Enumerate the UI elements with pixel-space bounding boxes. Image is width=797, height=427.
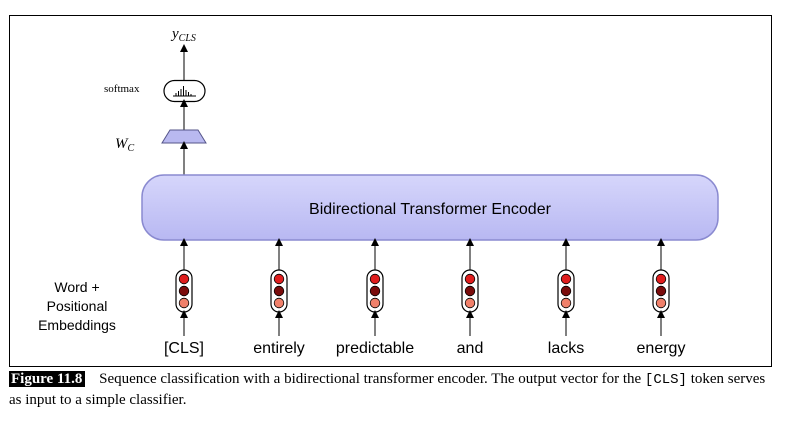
encoder-box bbox=[141, 174, 719, 241]
output-label-main: y bbox=[170, 26, 179, 42]
embedding-label: Word + Positional Embeddings bbox=[38, 279, 116, 333]
weight-label: WC bbox=[115, 136, 135, 154]
embedding-dimension bbox=[273, 297, 285, 309]
token-column: entirely bbox=[253, 238, 305, 357]
embedding-vector bbox=[366, 269, 384, 313]
embedding-vector bbox=[652, 269, 670, 313]
weight-label-main: W bbox=[115, 136, 129, 152]
caption-code: [CLS] bbox=[644, 372, 687, 388]
token-column: lacks bbox=[548, 238, 584, 357]
histogram-icon bbox=[173, 86, 196, 97]
embedding-vector bbox=[557, 269, 575, 313]
embedding-dimension bbox=[369, 297, 381, 309]
embedding-dimension bbox=[178, 285, 190, 297]
caption-text-before: Sequence classification with a bidirecti… bbox=[99, 371, 642, 387]
embedding-dimension bbox=[178, 297, 190, 309]
embedding-dimension bbox=[655, 285, 667, 297]
embedding-dimension bbox=[655, 273, 667, 285]
embedding-label-line-2: Positional bbox=[47, 298, 108, 314]
softmax-label: softmax bbox=[104, 83, 140, 95]
embedding-vector bbox=[175, 269, 193, 313]
output-label-sub: CLS bbox=[179, 33, 196, 44]
input-token: energy bbox=[637, 340, 686, 357]
input-token: predictable bbox=[336, 340, 414, 357]
token-columns: [CLS] entirely predictable and lacks energy bbox=[164, 238, 686, 357]
embedding-dimension bbox=[369, 273, 381, 285]
embedding-dimension bbox=[560, 285, 572, 297]
token-column: [CLS] bbox=[164, 238, 204, 357]
token-column: energy bbox=[637, 238, 686, 357]
figure-frame bbox=[9, 15, 772, 367]
embedding-vector bbox=[270, 269, 288, 313]
embedding-dimension bbox=[273, 273, 285, 285]
embedding-dimension bbox=[273, 285, 285, 297]
token-column: predictable bbox=[336, 238, 414, 357]
output-label: yCLS bbox=[170, 26, 196, 44]
figure-caption: Figure 11.8 Sequence classification with… bbox=[9, 369, 774, 410]
token-column: and bbox=[457, 238, 484, 357]
embedding-dimension bbox=[655, 297, 667, 309]
classifier-weight-shape bbox=[161, 129, 207, 144]
embedding-dimension bbox=[178, 273, 190, 285]
embedding-dimension bbox=[560, 297, 572, 309]
embedding-dimension bbox=[464, 273, 476, 285]
embedding-vector bbox=[461, 269, 479, 313]
embedding-dimension bbox=[464, 297, 476, 309]
figure-label: Figure 11.8 bbox=[9, 371, 86, 387]
input-token: and bbox=[457, 340, 484, 357]
input-token: lacks bbox=[548, 340, 584, 357]
embedding-label-line-1: Word + bbox=[54, 279, 99, 295]
weight-label-sub: C bbox=[128, 143, 135, 154]
embedding-dimension bbox=[560, 273, 572, 285]
embedding-dimension bbox=[369, 285, 381, 297]
embedding-dimension bbox=[464, 285, 476, 297]
input-token: entirely bbox=[253, 340, 305, 357]
encoder-label: Bidirectional Transformer Encoder bbox=[309, 201, 552, 218]
embedding-label-line-3: Embeddings bbox=[38, 317, 116, 333]
softmax-box bbox=[163, 79, 206, 103]
caption-text-after: token serves as input to a simple classi… bbox=[9, 371, 766, 408]
input-token: [CLS] bbox=[164, 340, 204, 357]
